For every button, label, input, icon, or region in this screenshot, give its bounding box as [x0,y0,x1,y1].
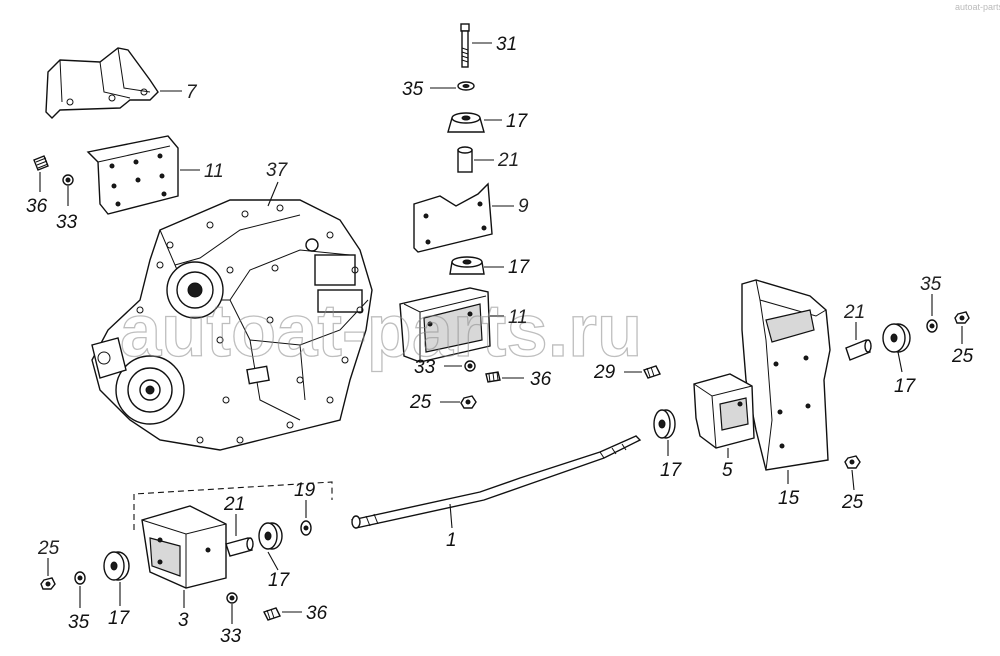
part-36-bolt-bottom [263,607,281,621]
part-11-bracket-center [399,287,491,363]
callout-11: 11 [204,161,224,182]
dashed-leader-bracket [133,481,333,530]
callout-29: 29 [593,362,616,383]
callout-36: 36 [530,369,552,390]
callout-labels: 31 35 17 21 9 17 11 33 36 25 7 11 36 33 … [26,34,974,647]
part-21-sleeve-bottom [225,537,254,557]
callout-19: 19 [294,480,316,501]
part-9-plate [413,182,493,253]
callout-33: 33 [220,626,242,647]
leader-lines [39,42,963,624]
callout-17: 17 [894,376,917,397]
part-29-bolt [643,365,661,379]
callout-35: 35 [402,79,424,100]
callout-1: 1 [446,530,457,551]
callout-25: 25 [951,346,974,367]
part-25-nut-bottom-left [40,577,56,590]
callout-31: 31 [496,34,517,55]
part-15-bracket [741,279,831,471]
callout-7: 7 [186,82,198,103]
callout-36: 36 [306,603,328,624]
corner-watermark: autoat-parts.ru [955,2,1000,12]
callout-35: 35 [920,274,942,295]
callout-33: 33 [414,357,436,378]
part-17-bushing-top [447,112,485,133]
callout-15: 15 [778,488,800,509]
part-21-sleeve-right [845,339,872,361]
part-35-washer-bottom-left [74,571,86,585]
part-36-bolt-left [33,155,49,171]
part-33-washer-center [464,360,476,372]
callout-17: 17 [508,257,531,278]
part-17-bushing-right [882,323,911,353]
part-3-bracket [141,505,227,589]
callout-17: 17 [506,111,529,132]
callout-36: 36 [26,196,48,217]
callout-37: 37 [266,160,289,181]
part-17-bushing-bottom-center [258,522,283,550]
callout-5: 5 [722,460,733,481]
part-19-washer [300,520,312,536]
part-36-bolt-center [485,371,501,383]
part-25-nut-mid-right [844,455,861,469]
part-37-transfer-case [91,199,373,451]
callout-21: 21 [223,494,245,515]
part-1-shaft [350,435,642,529]
part-31-bolt [460,23,470,68]
callout-17: 17 [660,460,683,481]
part-25-nut-center [460,395,477,409]
callout-17: 17 [108,608,131,629]
part-25-nut-right [954,311,970,324]
callout-21: 21 [497,150,519,171]
callout-35: 35 [68,612,90,633]
callout-25: 25 [409,392,432,413]
part-17-bushing-right-mid [653,409,676,439]
callout-3: 3 [178,610,189,631]
callout-9: 9 [518,196,529,217]
part-33-washer-bottom [226,592,238,604]
part-35-washer-top [457,81,475,91]
callout-21: 21 [843,302,865,323]
part-35-washer-right [926,319,938,333]
part-17-bushing-bottom-left [103,551,130,581]
callout-33: 33 [56,212,78,233]
callout-25: 25 [841,492,864,513]
part-11-plate [86,135,179,215]
callout-25: 25 [37,538,60,559]
part-33-washer-left [62,174,74,186]
watermark-text: autoat-parts.ru [120,289,642,372]
part-7-bracket [45,47,159,119]
callout-11: 11 [508,307,528,328]
part-5-bracket [693,373,755,449]
part-21-sleeve-top [457,146,473,173]
part-17-bushing-mid [449,256,485,275]
callout-17: 17 [268,570,291,591]
